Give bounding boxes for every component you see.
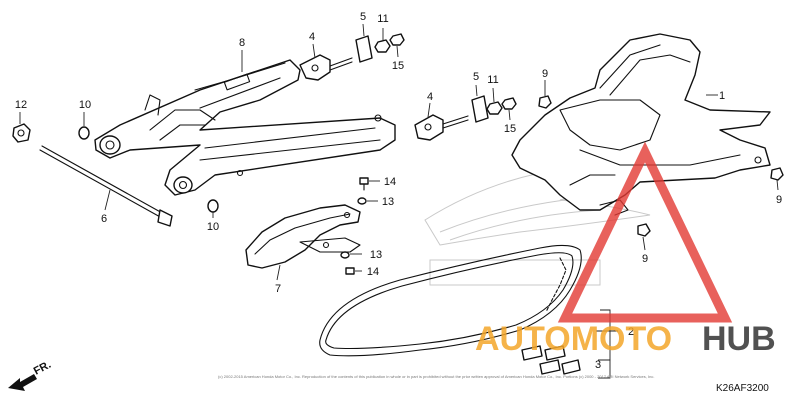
adjuster-block-lower xyxy=(471,95,489,123)
dust-seal-cap-lower xyxy=(207,199,219,213)
callout-14-upper: 14 xyxy=(384,176,396,188)
callout-11-lower: 11 xyxy=(487,74,498,86)
diagram-code: K26AF3200 xyxy=(716,383,769,394)
callout-15-upper: 15 xyxy=(392,60,404,72)
washer-lower xyxy=(486,101,503,115)
chain-adjuster-lower xyxy=(414,114,469,141)
bolt-9-upper xyxy=(538,95,552,109)
callout-10-upper: 10 xyxy=(79,99,91,111)
callout-9-upper: 9 xyxy=(542,68,548,80)
adjuster-block-upper xyxy=(355,35,373,63)
callout-5-upper: 5 xyxy=(360,11,366,23)
drive-chain-part xyxy=(319,244,582,357)
master-link-part xyxy=(521,345,581,375)
screw-14-lower xyxy=(345,267,355,275)
leader-lines xyxy=(19,23,779,379)
callout-9-right: 9 xyxy=(776,194,782,206)
collar-13-lower xyxy=(340,251,350,259)
lock-nut-lower xyxy=(501,97,517,110)
screw-14-upper xyxy=(359,177,369,191)
callout-labels: 1 2 3 4 4 5 5 6 7 8 9 9 9 10 10 11 11 12… xyxy=(15,11,782,371)
automotohub-watermark: AUTOMOTO HUB xyxy=(475,141,776,358)
lock-nut-upper xyxy=(389,33,405,46)
bolt-9-right xyxy=(770,167,784,181)
swingarm-part xyxy=(94,59,396,196)
copyright-notice: (c) 2002-2015 American Honda Motor Co., … xyxy=(218,374,654,379)
callout-5-lower: 5 xyxy=(473,71,479,83)
callout-2: 2 xyxy=(628,326,634,338)
callout-7: 7 xyxy=(275,283,281,295)
callout-8: 8 xyxy=(239,37,245,49)
washer-upper xyxy=(374,39,391,53)
callout-12: 12 xyxy=(15,99,27,111)
arrow-icon xyxy=(8,374,37,391)
front-label: FR. xyxy=(32,359,53,378)
dust-seal-cap-upper xyxy=(78,126,90,140)
callout-14-lower: 14 xyxy=(367,266,379,278)
callout-9-lower: 9 xyxy=(642,253,648,265)
callout-1: 1 xyxy=(719,90,725,102)
callout-11-upper: 11 xyxy=(377,13,388,25)
watermark-text-hub: HUB xyxy=(702,320,776,358)
callout-13-upper: 13 xyxy=(382,196,394,208)
collar-13-upper xyxy=(357,197,367,205)
watermark-text-automoto: AUTOMOTO xyxy=(475,320,672,358)
front-direction-arrow: FR. xyxy=(8,359,53,391)
callout-6: 6 xyxy=(101,213,107,225)
pivot-nut-part xyxy=(12,123,31,143)
callout-4-lower: 4 xyxy=(427,91,433,103)
rear-fender-part xyxy=(511,33,771,216)
pivot-bolt-part xyxy=(39,145,173,227)
callout-10-lower: 10 xyxy=(207,221,219,233)
chain-slider-part xyxy=(245,204,361,269)
callout-15-lower: 15 xyxy=(504,123,516,135)
callout-3: 3 xyxy=(595,359,601,371)
callout-4-upper: 4 xyxy=(309,31,315,43)
chain-adjuster-upper xyxy=(299,54,353,81)
bolt-9-lower xyxy=(637,223,651,237)
warning-triangle-icon xyxy=(557,141,733,323)
callout-13-lower: 13 xyxy=(370,249,382,261)
